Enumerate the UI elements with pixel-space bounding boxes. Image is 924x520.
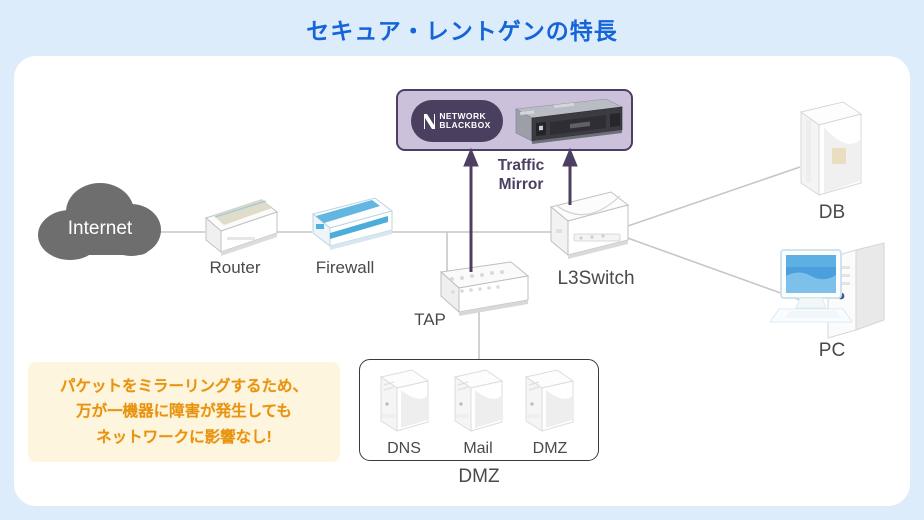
callout-line-1: パケットをミラーリングするため、: [59, 378, 308, 396]
callout-line-2: 万が一機器に障害が発生しても: [76, 403, 292, 421]
firewall-icon: [311, 197, 394, 250]
l3switch-label: L3Switch: [557, 268, 635, 289]
traffic-mirror-label: Traffic Mirror: [481, 156, 561, 195]
pc-label: PC: [818, 340, 846, 361]
dmz-server-label-dmz: DMZ: [532, 440, 568, 457]
logo-text-blackbox: BLACKBOX: [439, 120, 491, 130]
dns-server-icon: [379, 369, 430, 432]
db-label: DB: [818, 202, 846, 223]
dmz-group-box: [359, 359, 599, 461]
dmz-host-server-icon: [524, 369, 575, 432]
logo-text-network: NETWORK: [439, 111, 487, 122]
traffic-mirror-line1: Traffic: [497, 157, 545, 174]
page-title: セキュア・レントゲンの特長: [306, 18, 618, 44]
desktop-pc-icon: [769, 242, 885, 339]
traffic-mirror-line2: Mirror: [498, 176, 544, 194]
server-tower-icon: [799, 101, 863, 196]
router-label: Router: [209, 258, 261, 277]
link-l3switch-pc: [621, 235, 801, 301]
dmz-server-label-mail: Mail: [463, 440, 493, 457]
callout-text: パケットをミラーリングするため、 万が一機器に障害が発生しても ネットワークに影…: [60, 374, 308, 449]
tap-label: TAP: [414, 310, 446, 329]
mail-server-icon: [453, 369, 504, 432]
firewall-label: Firewall: [315, 258, 375, 277]
callout-line-3: ネットワークに影響なし!: [96, 428, 272, 446]
dmz-server-label-dns: DNS: [387, 440, 421, 457]
dmz-group-label: DMZ: [458, 466, 500, 487]
network-blackbox-panel: NETWORK BLACKBOX: [396, 89, 633, 151]
mirror-arrow-switch-head: [562, 147, 578, 167]
rack-server-icon: [515, 98, 624, 144]
mirror-arrow-tap-head: [463, 147, 479, 167]
cloud-icon: [38, 183, 161, 260]
internet-label: Internet: [67, 218, 133, 239]
link-l3switch-db: [621, 166, 801, 229]
callout-box: パケットをミラーリングするため、 万が一機器に障害が発生しても ネットワークに影…: [28, 362, 340, 462]
logo-mark-icon: [423, 112, 437, 130]
switch-icon: [549, 191, 630, 259]
tap-device-icon: [439, 261, 530, 316]
router-icon: [205, 199, 279, 256]
network-blackbox-logo-icon: NETWORK BLACKBOX: [411, 100, 503, 142]
